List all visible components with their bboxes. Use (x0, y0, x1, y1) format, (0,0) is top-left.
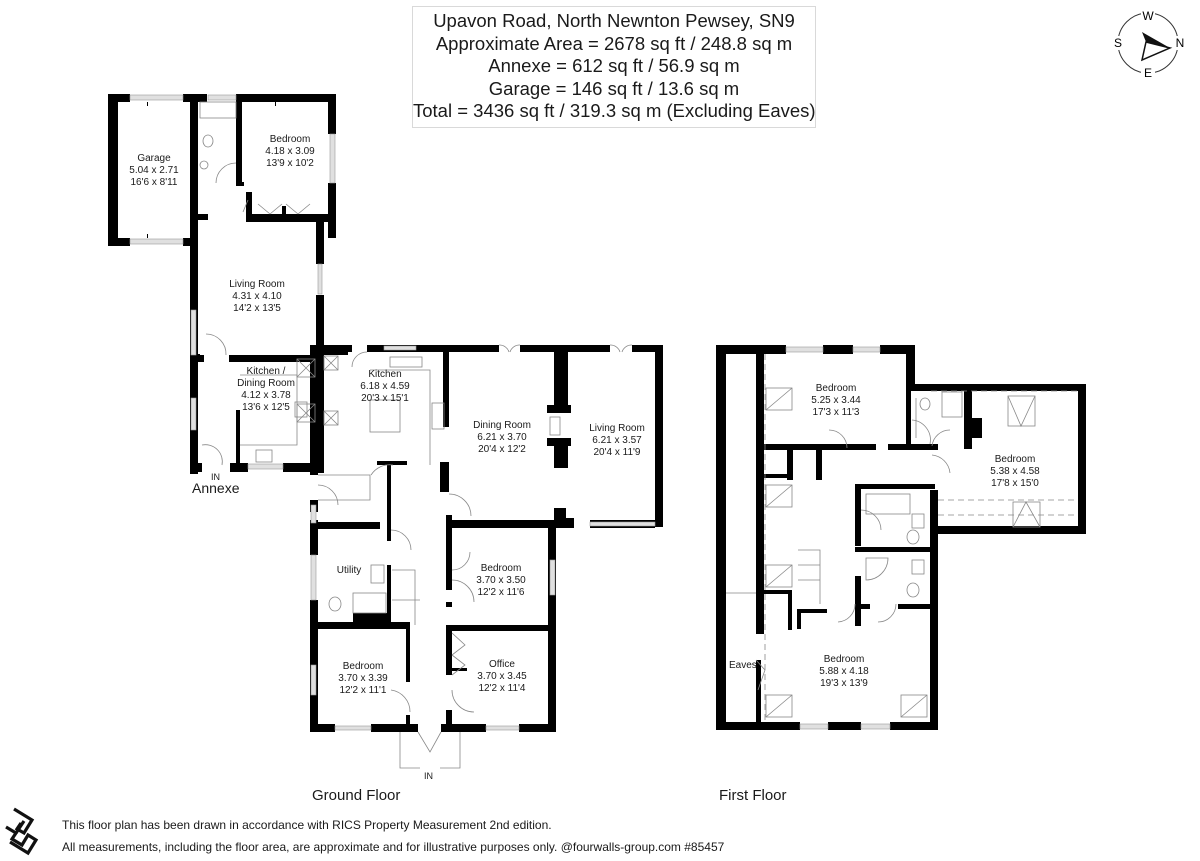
room-living-room: Living Room 6.21 x 3.57 20'4 x 11'9 (589, 423, 645, 458)
room-bedroom-first-1: Bedroom 5.25 x 3.44 17'3 x 11'3 (811, 383, 861, 418)
address: Upavon Road, North Newnton Pewsey, SN9 (433, 10, 795, 31)
first-floor-walls (716, 345, 1086, 730)
svg-text:E: E (1144, 66, 1152, 80)
fourwalls-logo-icon (5, 807, 39, 856)
room-bedroom-ground-2: Bedroom 3.70 x 3.39 12'2 x 11'1 (338, 661, 388, 696)
room-kitchen: Kitchen 6.18 x 4.59 20'3 x 15'1 (360, 369, 410, 404)
room-annexe-bedroom: Bedroom 4.18 x 3.09 13'9 x 10'2 (265, 134, 315, 169)
fixtures-and-doors (199, 101, 1078, 769)
annexe-label: Annexe (192, 480, 240, 496)
room-bedroom-first-2: Bedroom 5.38 x 4.58 17'8 x 15'0 (990, 454, 1040, 489)
annexe-entrance-label: IN (211, 472, 220, 482)
main-entrance-label: IN (424, 771, 433, 781)
eaves-label: Eaves (729, 660, 757, 671)
total-area: Total = 3436 sq ft / 319.3 sq m (Excludi… (413, 100, 816, 121)
disclaimer: This floor plan has been drawn in accord… (62, 814, 724, 858)
room-garage: Garage 5.04 x 2.71 16'6 x 8'11 (129, 153, 179, 188)
tick-marks (147, 102, 276, 238)
room-annexe-kitchen-dining: Kitchen / Dining Room 4.12 x 3.78 13'6 x… (237, 366, 295, 413)
disclaimer-line-2: All measurements, including the floor ar… (62, 840, 725, 854)
garage-area: Garage = 146 sq ft / 13.6 sq m (488, 77, 740, 99)
svg-text:W: W (1142, 9, 1154, 23)
annexe-area: Annexe = 612 sq ft / 56.9 sq m (488, 55, 740, 76)
room-office: Office 3.70 x 3.45 12'2 x 11'4 (477, 659, 527, 694)
property-area-summary: Upavon Road, North Newnton Pewsey, SN9 A… (412, 6, 816, 128)
ground-floor-walls (310, 345, 663, 732)
disclaimer-line-1: This floor plan has been drawn in accord… (62, 818, 552, 832)
approximate-area: Approximate Area = 2678 sq ft / 248.8 sq… (435, 32, 793, 54)
room-bedroom-ground-1: Bedroom 3.70 x 3.50 12'2 x 11'6 (476, 563, 526, 598)
first-floor-label: First Floor (719, 787, 787, 804)
svg-text:N: N (1176, 36, 1185, 50)
compass-icon: W E S N (1112, 8, 1186, 80)
room-annexe-living-room: Living Room 4.31 x 4.10 14'2 x 13'5 (229, 279, 285, 314)
svg-text:S: S (1114, 36, 1122, 50)
room-utility: Utility (336, 565, 362, 576)
windows (129, 94, 891, 731)
ground-floor-label: Ground Floor (312, 787, 401, 804)
room-dining-room: Dining Room 6.21 x 3.70 20'4 x 12'2 (473, 420, 531, 455)
room-bedroom-first-3: Bedroom 5.88 x 4.18 19'3 x 13'9 (819, 654, 869, 689)
annexe-walls (108, 94, 348, 474)
